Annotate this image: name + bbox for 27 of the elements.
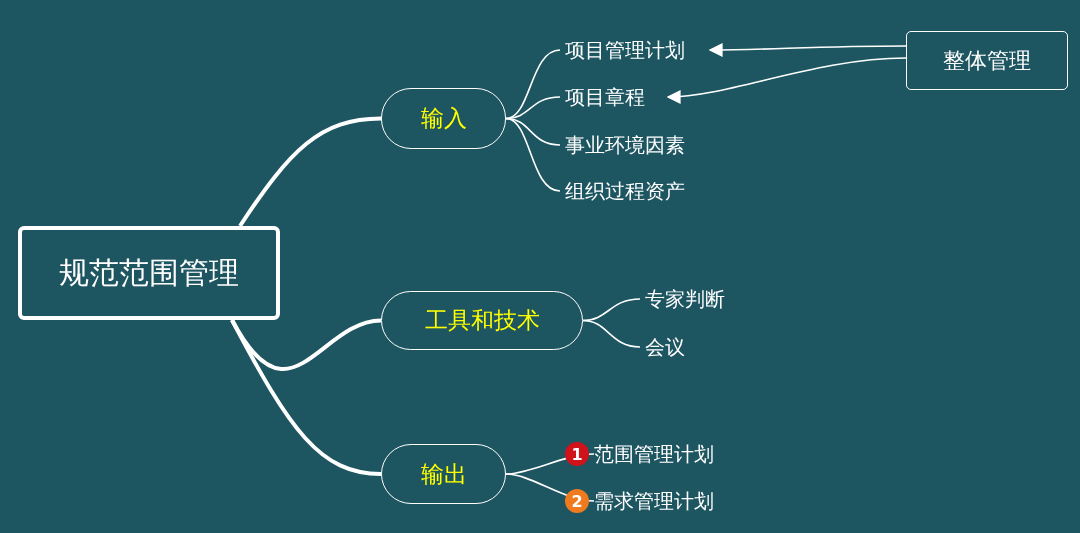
branch-label: 专家判断 [645, 285, 725, 313]
branch-label: 会议 [645, 333, 685, 361]
arrow [666, 57, 907, 104]
topic-box [18, 226, 280, 320]
branch-label: 需求管理计划 [594, 487, 714, 515]
node-label: 规范范围管理 [59, 253, 239, 292]
connector-line [505, 117, 561, 192]
connector-line [505, 49, 561, 120]
branch-pill [381, 88, 506, 149]
callout-number: 2 [565, 489, 589, 513]
process-box [906, 31, 1068, 90]
arrow [708, 42, 907, 57]
callout-number: 1 [565, 442, 589, 466]
node-label: 整体管理 [943, 46, 1031, 75]
connector-line [582, 298, 641, 322]
node-label: 输入 [420, 104, 467, 133]
node-label: 工具和技术 [424, 306, 540, 335]
connector-line [582, 319, 641, 348]
branch-label: 项目管理计划 [565, 36, 685, 64]
connector-line [238, 116, 382, 228]
connector-line [230, 319, 382, 476]
branch-label: 范围管理计划 [594, 440, 714, 468]
connector-line [505, 473, 595, 502]
node-label: 输出 [420, 459, 467, 489]
branch-label: 组织过程资产 [565, 177, 685, 205]
branch-label: 项目章程 [565, 83, 645, 111]
branch-label: 事业环境因素 [565, 131, 685, 159]
